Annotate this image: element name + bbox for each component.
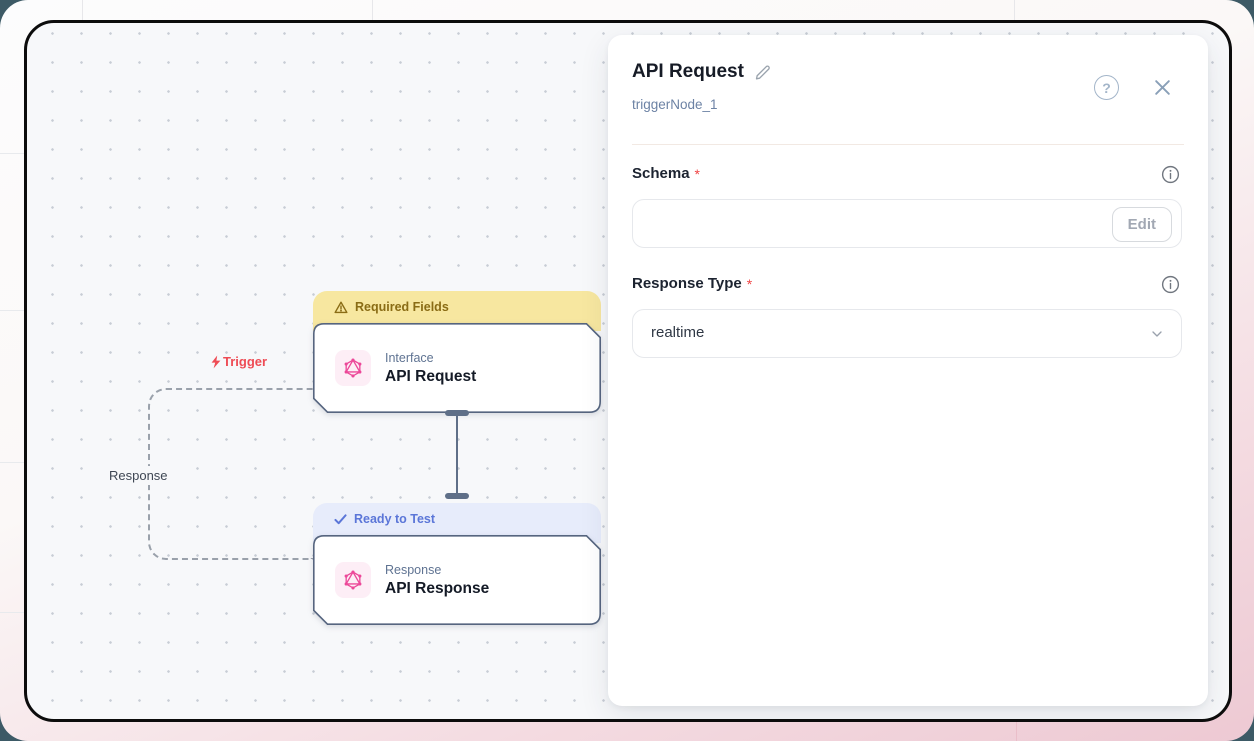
response-type-value: realtime	[651, 324, 705, 341]
banner-text: Required Fields	[355, 300, 449, 314]
node-properties-panel: API Request ? triggerNode_1 Schema *	[608, 35, 1208, 706]
bg-grid-line	[0, 462, 25, 463]
node-api-request[interactable]: Required Fields	[313, 291, 601, 413]
node-connector-edge	[456, 415, 458, 497]
trigger-edge-label: Trigger	[210, 354, 267, 369]
response-loop-edge	[148, 388, 313, 560]
help-glyph: ?	[1102, 79, 1111, 96]
response-node-icon	[335, 562, 371, 598]
schema-input[interactable]: Edit	[632, 199, 1182, 248]
check-icon	[334, 513, 347, 525]
schema-edit-button[interactable]: Edit	[1111, 207, 1172, 242]
trigger-edge-text: Trigger	[223, 354, 268, 369]
bg-grid-line	[0, 310, 25, 311]
bolt-icon	[210, 355, 222, 369]
node-title: API Response	[385, 579, 490, 597]
graphql-icon	[344, 358, 362, 378]
close-icon[interactable]	[1153, 78, 1172, 102]
bg-grid-line	[1014, 0, 1015, 21]
bg-grid-line	[372, 0, 373, 21]
output-handle[interactable]	[445, 410, 469, 416]
bg-grid-line	[1016, 722, 1017, 741]
chevron-down-icon	[1149, 326, 1165, 347]
interface-node-icon	[335, 350, 371, 386]
input-handle[interactable]	[445, 493, 469, 499]
schema-field-label: Schema	[632, 165, 690, 182]
node-subtitle: Response	[385, 562, 442, 577]
node-card-shape	[313, 535, 601, 625]
response-type-info-icon[interactable]	[1160, 274, 1181, 300]
node-api-response[interactable]: Ready to Test	[313, 503, 601, 625]
required-asterisk: *	[746, 275, 753, 292]
panel-divider	[632, 144, 1184, 145]
graphql-icon	[344, 570, 362, 590]
bg-grid-line	[82, 0, 83, 21]
schema-info-icon[interactable]	[1160, 164, 1181, 190]
workflow-canvas[interactable]: Trigger Response Required Fields	[24, 20, 1232, 722]
response-type-field-label: Response Type	[632, 275, 742, 292]
response-edge-label: Response	[104, 466, 173, 485]
node-subtitle: Interface	[385, 350, 434, 365]
bg-grid-line	[0, 153, 25, 154]
node-card-shape	[313, 323, 601, 413]
help-icon[interactable]: ?	[1094, 75, 1119, 100]
bg-grid-line	[0, 612, 25, 613]
edit-title-pencil-icon[interactable]	[754, 63, 772, 81]
response-type-select[interactable]: realtime	[632, 309, 1182, 358]
panel-title: API Request	[632, 61, 744, 82]
node-title: API Request	[385, 367, 477, 385]
warning-icon	[334, 301, 348, 314]
banner-text: Ready to Test	[354, 512, 436, 526]
required-asterisk: *	[694, 165, 700, 182]
node-id-label: triggerNode_1	[632, 97, 718, 112]
